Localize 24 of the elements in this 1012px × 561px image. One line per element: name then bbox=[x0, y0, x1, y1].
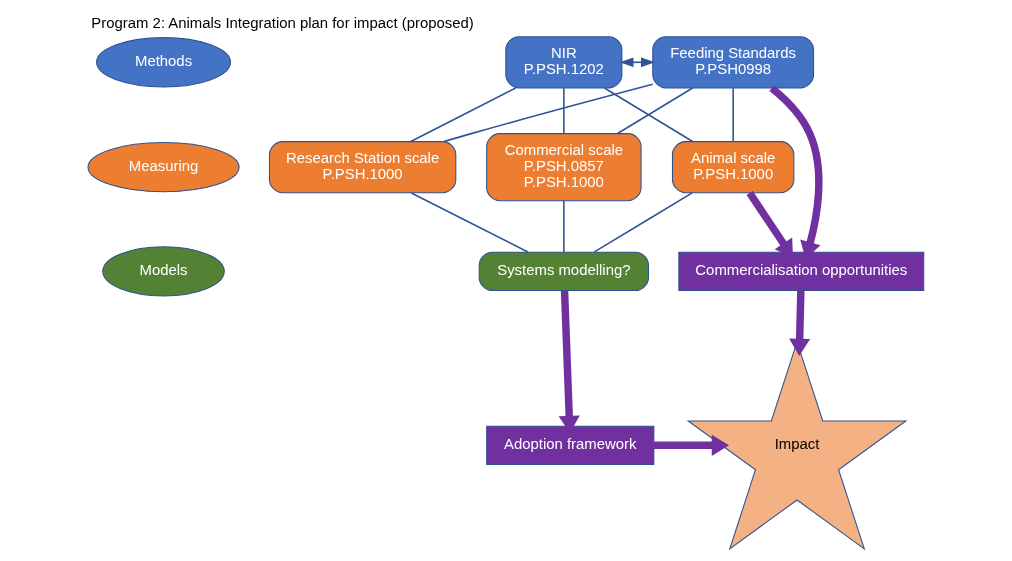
arrow bbox=[619, 57, 655, 68]
node-box: Commercialisation opportunities bbox=[678, 251, 925, 292]
connector bbox=[593, 192, 693, 253]
connector bbox=[443, 83, 654, 143]
connector bbox=[563, 200, 565, 253]
node-ellipse: Measuring bbox=[87, 141, 240, 193]
connector bbox=[603, 87, 694, 143]
node-box: Systems modelling? bbox=[478, 251, 650, 292]
connector bbox=[563, 87, 565, 135]
connector bbox=[410, 87, 517, 143]
arrow bbox=[654, 434, 729, 456]
node-box: Research Station scale P.PSH.1000 bbox=[268, 141, 457, 194]
node-box: NIR P.PSH.1202 bbox=[505, 36, 623, 89]
connector bbox=[616, 87, 694, 135]
arrow bbox=[789, 290, 811, 356]
node-ellipse: Methods bbox=[96, 37, 231, 88]
node-box: Feeding Standards P.PSH0998 bbox=[652, 36, 815, 89]
node-box: Animal scale P.PSH.1000 bbox=[671, 141, 795, 194]
diagram-title: Program 2: Animals Integration plan for impact (proposed) bbox=[91, 15, 474, 32]
node-box: Commercial scale P.PSH.0857 P.PSH.1000 bbox=[486, 133, 642, 202]
node-ellipse: Models bbox=[102, 246, 225, 297]
node-box: Adoption framework bbox=[486, 425, 655, 466]
connector bbox=[410, 192, 529, 253]
connector bbox=[732, 87, 734, 143]
